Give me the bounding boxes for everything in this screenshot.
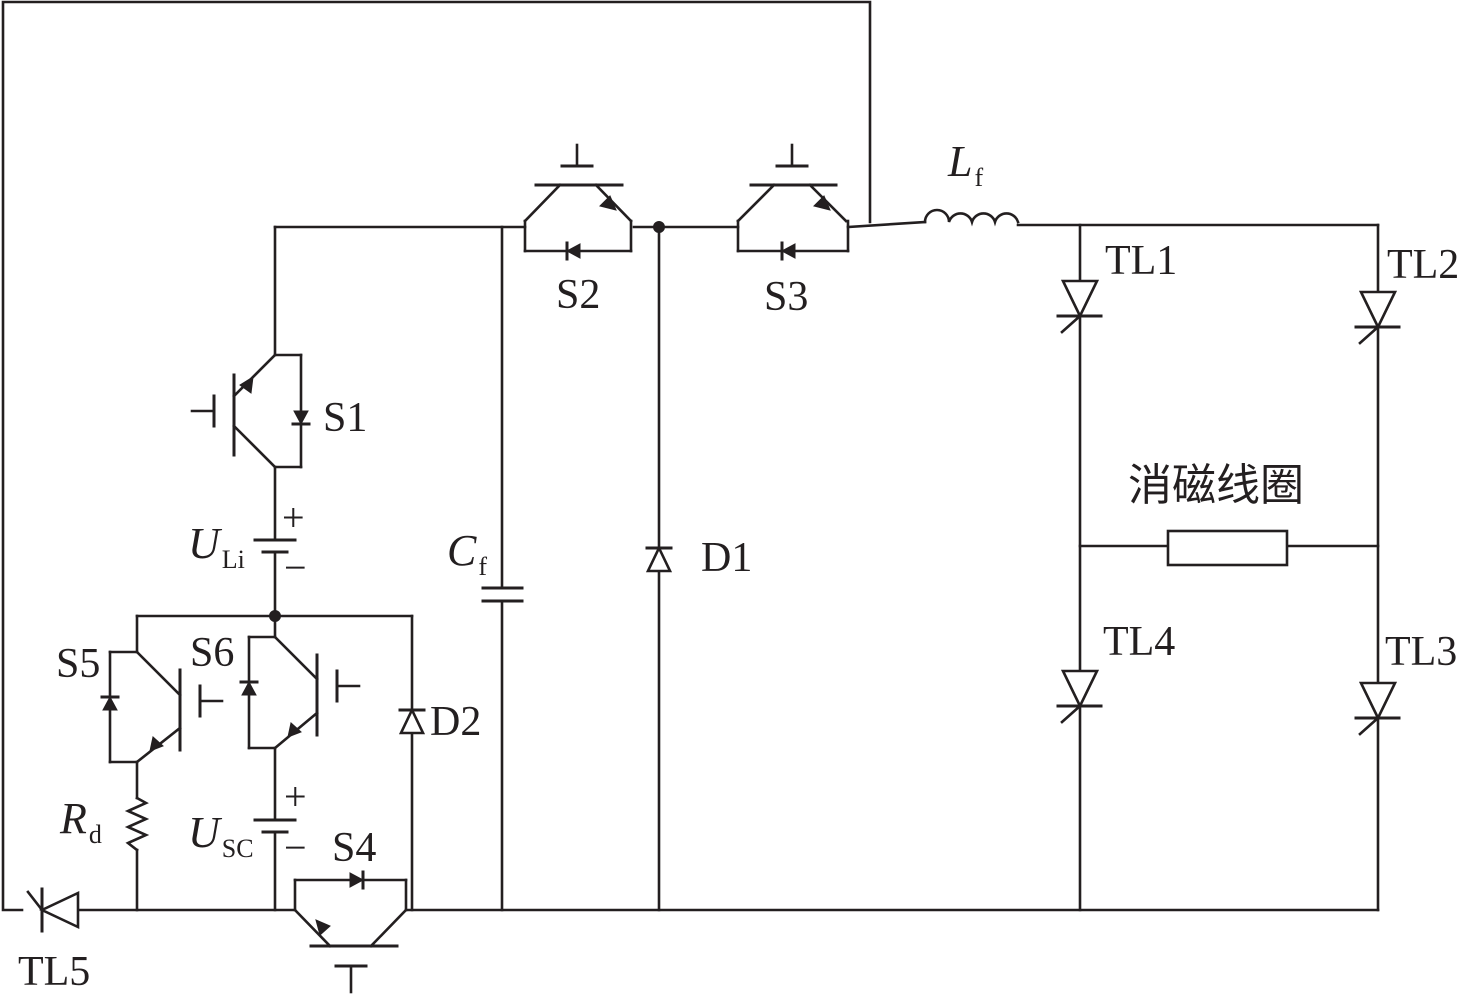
uli-minus: − — [284, 545, 307, 590]
junction-dot-top — [653, 221, 665, 233]
label-rd: Rd — [59, 794, 102, 849]
thyristor-tl4 — [1056, 669, 1103, 724]
inductor-lf — [923, 208, 1020, 227]
label-tl3: TL3 — [1385, 629, 1457, 675]
diode-d2 — [398, 706, 426, 735]
label-tl1: TL1 — [1105, 238, 1177, 284]
label-usc: USC — [188, 808, 254, 863]
diode-d1 — [645, 544, 673, 573]
junction-dot-lower — [269, 610, 281, 622]
top-bus-to-inductor — [846, 220, 927, 229]
cf-sub: f — [478, 552, 487, 581]
thyristor-tl5 — [26, 887, 80, 933]
label-tl2: TL2 — [1387, 242, 1459, 288]
label-lf: Lf — [947, 137, 983, 192]
label-s6: S6 — [190, 630, 234, 676]
label-tl4: TL4 — [1103, 619, 1175, 665]
label-s1: S1 — [323, 395, 367, 441]
label-cf: Cf — [447, 526, 487, 581]
usc-minus: − — [284, 825, 307, 870]
label-s2: S2 — [556, 272, 600, 318]
usc-plus: + — [284, 774, 307, 819]
switch-s2 — [523, 143, 633, 261]
resistor-rd — [124, 796, 150, 852]
thyristor-tl2 — [1354, 290, 1401, 345]
battery-uli — [253, 538, 297, 554]
label-s5: S5 — [56, 641, 100, 687]
lf-main: L — [947, 137, 972, 186]
thyristor-tl1 — [1056, 279, 1103, 334]
label-tl5: TL5 — [18, 949, 90, 995]
uli-plus: + — [282, 495, 305, 540]
capacitor-cf — [481, 586, 524, 603]
usc-sub: SC — [222, 834, 254, 863]
lf-sub: f — [974, 163, 983, 192]
switch-s1 — [190, 353, 311, 469]
label-s3: S3 — [764, 274, 808, 320]
switch-s3 — [736, 143, 850, 261]
coil-element — [1166, 529, 1289, 567]
rd-main: R — [59, 794, 87, 843]
thyristor-tl3 — [1354, 681, 1401, 736]
uli-main: U — [188, 519, 223, 568]
label-uli: ULi — [188, 519, 245, 574]
label-s4: S4 — [332, 825, 376, 871]
label-d2: D2 — [430, 699, 481, 745]
rd-sub: d — [89, 820, 102, 849]
usc-main: U — [188, 808, 223, 857]
switch-s6 — [239, 635, 361, 750]
supercap-usc — [253, 818, 297, 834]
label-d1: D1 — [701, 535, 752, 581]
wires — [1, 0, 1380, 912]
label-demag-coil: 消磁线圈 — [1128, 460, 1304, 511]
switch-s5 — [100, 650, 224, 764]
uli-sub: Li — [222, 545, 245, 574]
outer-feedback-wire — [1, 0, 872, 912]
cf-main: C — [447, 526, 477, 575]
switch-s4 — [293, 870, 408, 994]
